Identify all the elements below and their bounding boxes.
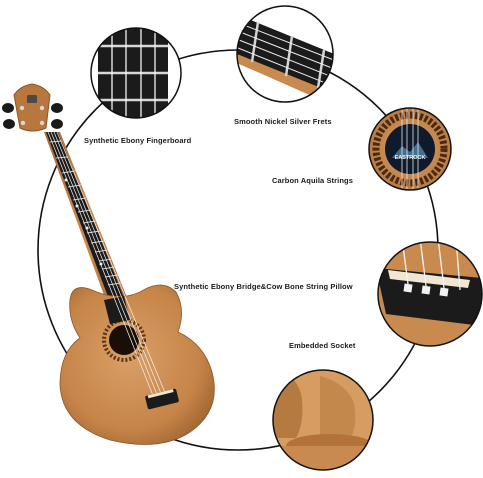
detail-bridge xyxy=(377,241,483,347)
detail-socket xyxy=(272,369,374,471)
ukulele-image xyxy=(2,83,215,445)
label-strings: Carbon Aquila Strings xyxy=(272,176,353,185)
label-socket: Embedded Socket xyxy=(289,341,356,350)
detail-frets xyxy=(236,5,334,103)
detail-rosette: EASTROCK xyxy=(368,107,452,191)
label-bridge: Synthetic Ebony Bridge&Cow Bone String P… xyxy=(174,282,353,291)
label-fingerboard: Synthetic Ebony Fingerboard xyxy=(84,136,192,145)
label-frets: Smooth Nickel Silver Frets xyxy=(234,117,332,126)
detail-fingerboard xyxy=(90,27,182,119)
rosette-brand: EASTROCK xyxy=(395,155,426,161)
